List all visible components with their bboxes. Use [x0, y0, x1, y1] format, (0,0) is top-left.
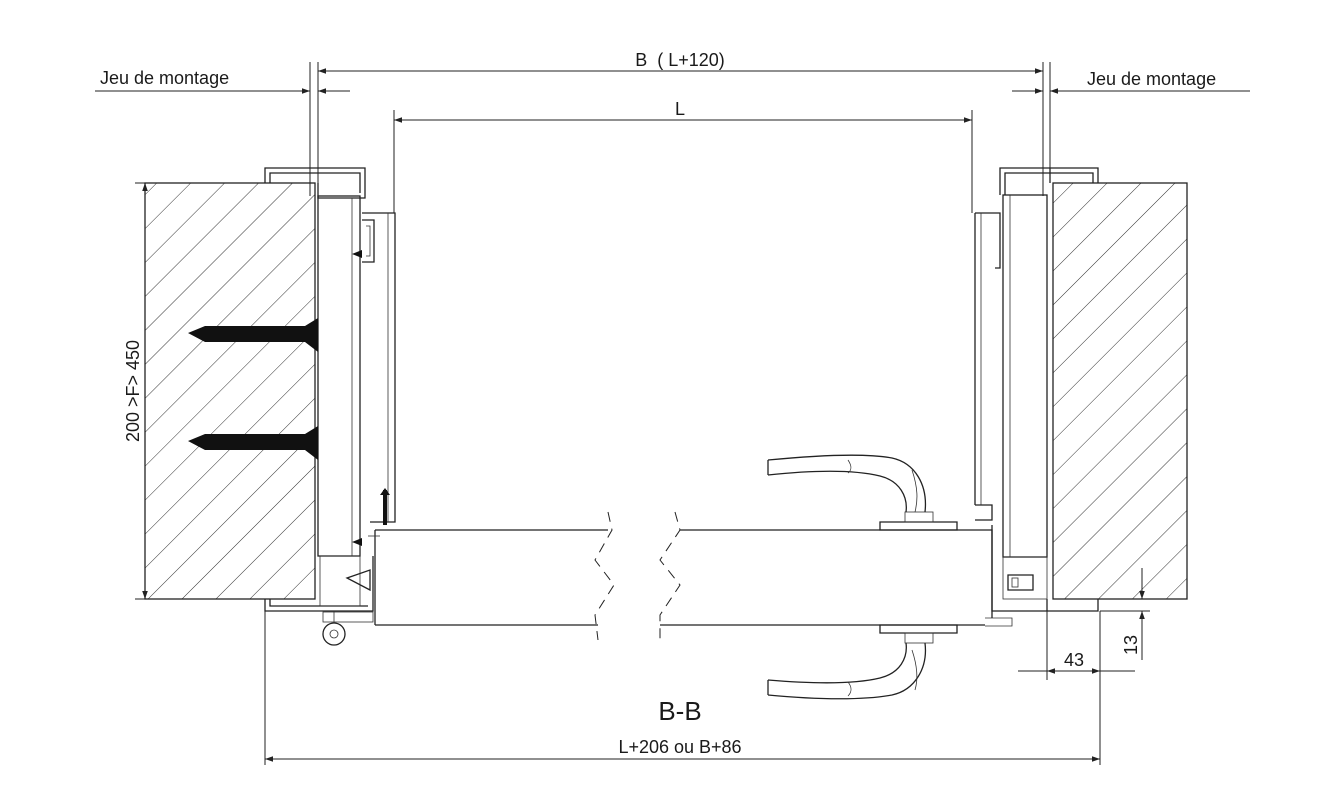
frame-left — [264, 167, 374, 646]
label-dimension-b: B ( L+120) — [635, 50, 725, 70]
label-jeu-de-montage-right: Jeu de montage — [1087, 69, 1216, 89]
label-jeu-de-montage-left: Jeu de montage — [100, 68, 229, 88]
dimension-lines — [95, 62, 1250, 765]
label-dimension-bottom: L+206 ou B+86 — [618, 737, 741, 757]
label-dimension-l: L — [675, 99, 685, 119]
door-leaf — [368, 511, 993, 641]
handle-bottom — [767, 624, 958, 700]
label-section-b-b: B-B — [658, 696, 701, 726]
wall-right — [1052, 182, 1188, 600]
handle-top — [767, 454, 958, 531]
label-dimension-13: 13 — [1121, 635, 1141, 655]
label-dimension-43: 43 — [1064, 650, 1084, 670]
wall-left — [144, 182, 316, 600]
anchor-bolts — [188, 250, 390, 546]
label-dimension-f: 200 >F> 450 — [123, 340, 143, 442]
stop-left — [362, 212, 396, 523]
